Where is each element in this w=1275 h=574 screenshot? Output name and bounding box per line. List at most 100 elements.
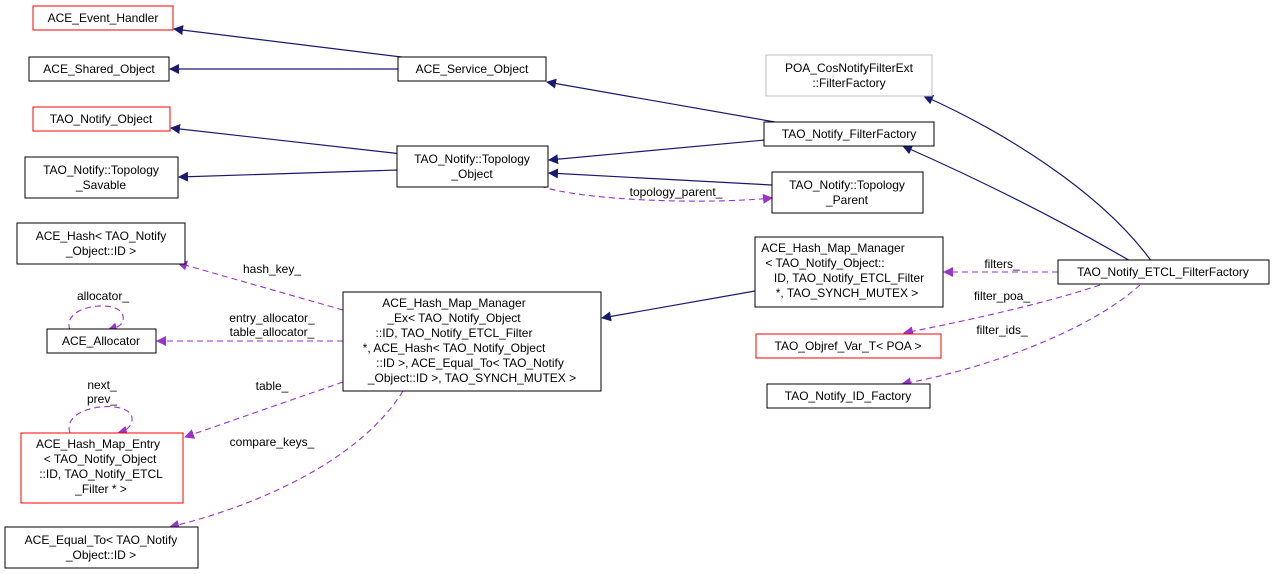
- edge-filterfactory-to-service-object: [546, 78, 776, 123]
- edge-hash-map-manager-to-ex: [601, 290, 756, 322]
- node-tao-notify-topology-savable-line2: _Savable: [75, 178, 126, 192]
- node-ace-shared-object-label: ACE_Shared_Object: [43, 62, 155, 76]
- node-ace-hash-map-manager-ex-box: [342, 291, 602, 392]
- node-poa-filterfactory-line1: POA_CosNotifyFilterExt: [785, 61, 914, 75]
- edge-service-object-to-event-handler: [173, 25, 427, 61]
- node-ace-hash-box: [16, 222, 186, 265]
- edge-filter-ids-usage: [901, 284, 1141, 388]
- node-ace-hash-map-entry-line2: < TAO_Notify_Object: [44, 452, 157, 466]
- label-next: next_: [87, 378, 117, 392]
- node-tao-objref-var[interactable]: TAO_Objref_Var_T< POA >: [755, 333, 942, 359]
- node-ace-shared-object[interactable]: ACE_Shared_Object: [28, 56, 170, 82]
- node-ace-event-handler[interactable]: ACE_Event_Handler: [32, 5, 174, 31]
- edge-allocator-self-loop: [68, 305, 124, 333]
- node-ace-service-object-label: ACE_Service_Object: [416, 62, 529, 76]
- edge-topology-object-to-notify-object: [170, 124, 421, 157]
- node-tao-notify-topology-savable-line1: TAO_Notify::Topology: [43, 163, 159, 177]
- label-entry-allocator: entry_allocator_: [229, 311, 315, 325]
- node-tao-notify-etcl-filterfactory-box: [1057, 259, 1270, 285]
- node-ace-equal-to-line2: _Object::ID >: [65, 548, 136, 562]
- node-tao-notify-topology-object-line1: TAO_Notify::Topology: [414, 152, 530, 166]
- edge-etcl-to-poa-filterfactory: [923, 95, 1153, 263]
- node-ace-equal-to-box: [4, 526, 199, 569]
- node-tao-objref-var-label: TAO_Objref_Var_T< POA >: [775, 339, 922, 353]
- node-ace-hash-map-entry-line4: _Filter * >: [74, 482, 127, 496]
- node-ace-hash-map-entry-line3: ::ID, TAO_Notify_ETCL: [39, 467, 163, 481]
- node-tao-notify-topology-savable[interactable]: TAO_Notify::Topology _Savable: [24, 156, 179, 199]
- node-tao-notify-id-factory-label: TAO_Notify_ID_Factory: [785, 389, 911, 403]
- node-poa-filterfactory-box: [765, 54, 933, 97]
- node-tao-notify-etcl-filterfactory-label: TAO_Notify_ETCL_FilterFactory: [1077, 265, 1249, 279]
- edge-labels: topology_parent_ hash_key_ allocator_ en…: [77, 185, 1030, 449]
- node-ace-hash-map-entry[interactable]: ACE_Hash_Map_Entry < TAO_Notify_Object :…: [20, 432, 184, 504]
- node-tao-notify-topology-savable-box: [24, 156, 179, 199]
- node-ace-allocator-box: [46, 328, 157, 354]
- node-ace-hash-map-manager-ex-line2: _Ex< TAO_Notify_Object: [386, 311, 521, 325]
- usage-edges: [68, 185, 1141, 530]
- node-ace-hash-line2: _Object::ID >: [65, 244, 136, 258]
- node-ace-hash-map-manager[interactable]: ACE_Hash_Map_Manager < TAO_Notify_Object…: [754, 236, 944, 308]
- edge-filter-poa-usage: [903, 284, 1101, 337]
- node-ace-allocator-label: ACE_Allocator: [62, 334, 140, 348]
- label-filter-ids: filter_ids_: [976, 323, 1028, 337]
- inheritance-edges: [169, 25, 1153, 322]
- label-hash-key: hash_key_: [243, 262, 301, 276]
- node-ace-hash-map-manager-ex-line5: ::ID >, ACE_Equal_To< TAO_Notify: [376, 356, 564, 370]
- node-ace-hash-map-manager-ex-line6: _Object::ID >, TAO_SYNCH_MUTEX >: [367, 371, 576, 385]
- node-ace-hash-line1: ACE_Hash< TAO_Notify: [36, 229, 167, 243]
- node-tao-notify-filterfactory-label: TAO_Notify_FilterFactory: [782, 127, 916, 141]
- node-ace-hash-map-manager-line4: *, TAO_SYNCH_MUTEX >: [776, 286, 919, 300]
- label-allocator: allocator_: [77, 289, 129, 303]
- node-tao-notify-topology-parent[interactable]: TAO_Notify::Topology _Parent: [771, 171, 924, 214]
- edge-topology-object-to-topology-savable: [178, 169, 399, 182]
- node-poa-filterfactory[interactable]: POA_CosNotifyFilterExt ::FilterFactory: [765, 54, 933, 97]
- node-ace-equal-to[interactable]: ACE_Equal_To< TAO_Notify _Object::ID >: [4, 526, 199, 569]
- node-ace-service-object[interactable]: ACE_Service_Object: [397, 56, 547, 82]
- node-tao-notify-topology-parent-line2: _Parent: [825, 193, 869, 207]
- label-filters: filters_: [984, 257, 1020, 271]
- label-compare-keys: compare_keys_: [230, 435, 315, 449]
- node-ace-hash-map-manager-box: [754, 236, 944, 308]
- label-prev: prev_: [87, 392, 117, 406]
- edge-table-usage: [184, 381, 344, 439]
- node-ace-hash[interactable]: ACE_Hash< TAO_Notify _Object::ID >: [16, 222, 186, 265]
- node-ace-hash-map-manager-line2: < TAO_Notify_Object::: [765, 256, 884, 270]
- node-ace-hash-map-entry-box: [20, 432, 184, 504]
- node-tao-notify-topology-object-line2: _Object: [450, 167, 493, 181]
- node-poa-filterfactory-line2: ::FilterFactory: [812, 76, 885, 90]
- class-nodes: ACE_Event_Handler ACE_Shared_Object ACE_…: [4, 5, 1270, 569]
- node-ace-hash-map-manager-line1: ACE_Hash_Map_Manager: [761, 241, 904, 255]
- node-ace-hash-map-manager-ex-line1: ACE_Hash_Map_Manager: [382, 296, 525, 310]
- edge-hash-map-entry-self-loop: [68, 406, 133, 436]
- node-ace-hash-map-manager-ex-line4: *, ACE_Hash< TAO_Notify_Object: [363, 341, 546, 355]
- edge-hash-key-usage: [177, 260, 344, 311]
- node-ace-hash-map-entry-line1: ACE_Hash_Map_Entry: [36, 437, 160, 451]
- node-tao-notify-object-label: TAO_Notify_Object: [50, 112, 153, 126]
- edge-topology-parent-to-topology-object: [548, 168, 773, 186]
- node-tao-notify-object[interactable]: TAO_Notify_Object: [32, 106, 171, 132]
- node-tao-notify-etcl-filterfactory[interactable]: TAO_Notify_ETCL_FilterFactory: [1057, 259, 1270, 285]
- node-tao-notify-topology-object[interactable]: TAO_Notify::Topology _Object: [396, 145, 549, 188]
- node-ace-event-handler-label: ACE_Event_Handler: [48, 11, 159, 25]
- node-ace-service-object-box: [397, 56, 547, 82]
- edge-compare-keys-usage: [169, 390, 404, 530]
- node-ace-shared-object-box: [28, 56, 170, 82]
- node-ace-hash-map-manager-line3: ID, TAO_Notify_ETCL_Filter: [774, 271, 924, 285]
- edge-filterfactory-to-topology-object: [548, 139, 766, 165]
- node-tao-notify-topology-parent-line1: TAO_Notify::Topology: [789, 178, 905, 192]
- node-ace-equal-to-line1: ACE_Equal_To< TAO_Notify: [25, 533, 178, 547]
- label-table: table_: [256, 379, 289, 393]
- node-ace-event-handler-box: [32, 5, 174, 31]
- node-tao-notify-topology-object-box: [396, 145, 549, 188]
- label-table-allocator: table_allocator_: [230, 325, 315, 339]
- edge-topology-parent-usage: [539, 185, 773, 204]
- node-tao-notify-topology-parent-box: [771, 171, 924, 214]
- node-ace-hash-map-manager-ex[interactable]: ACE_Hash_Map_Manager _Ex< TAO_Notify_Obj…: [342, 291, 602, 392]
- node-ace-allocator[interactable]: ACE_Allocator: [46, 328, 157, 354]
- node-tao-notify-filterfactory[interactable]: TAO_Notify_FilterFactory: [763, 121, 935, 147]
- node-tao-notify-id-factory[interactable]: TAO_Notify_ID_Factory: [766, 383, 931, 409]
- label-filter-poa: filter_poa_: [974, 289, 1030, 303]
- node-ace-hash-map-manager-ex-line3: ::ID, TAO_Notify_ETCL_Filter: [376, 326, 533, 340]
- node-tao-notify-object-box: [32, 106, 171, 132]
